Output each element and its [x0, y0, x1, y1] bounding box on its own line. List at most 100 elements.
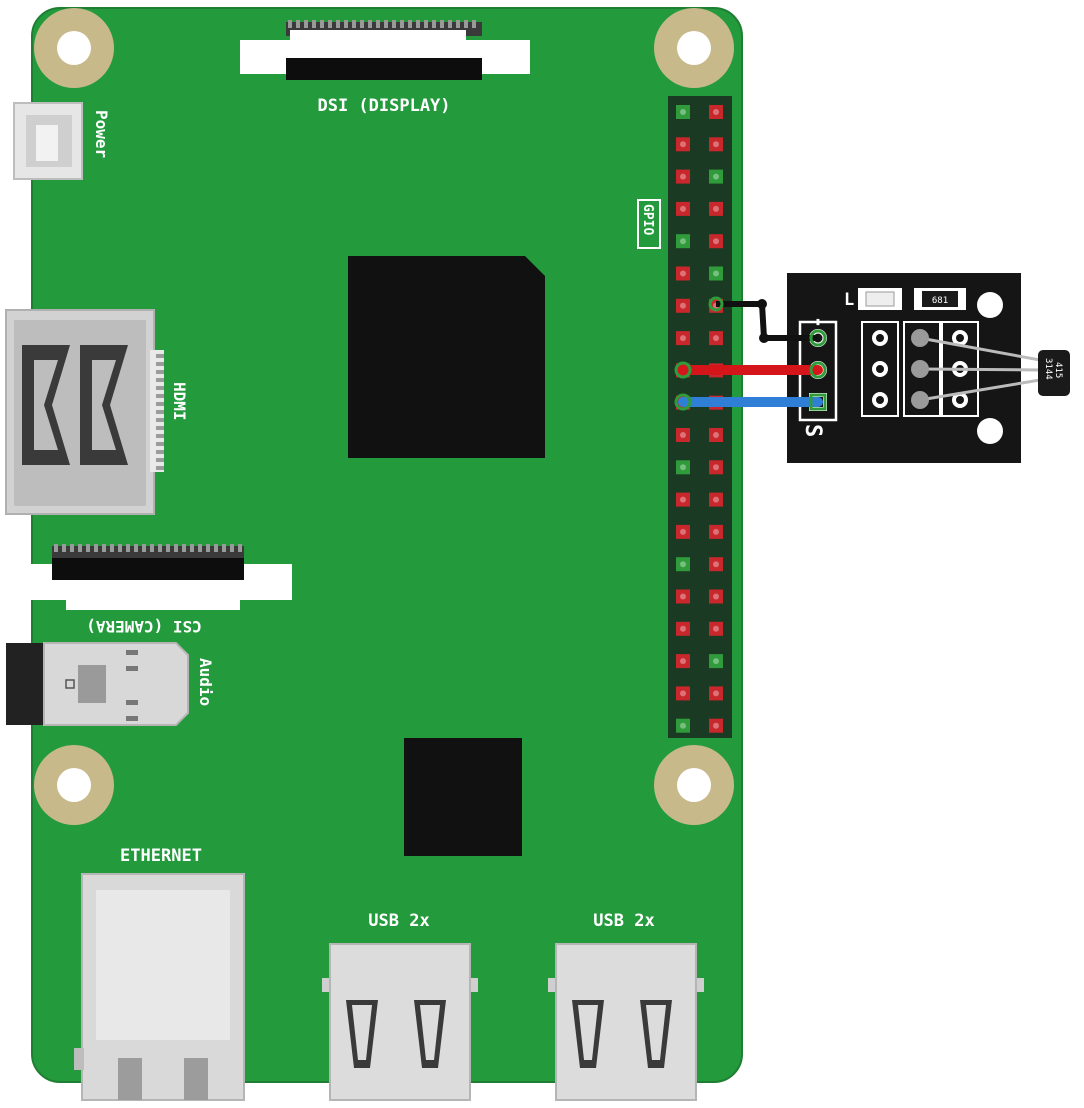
- gpio-pin: [709, 621, 723, 636]
- usb-port-right: [548, 943, 704, 1101]
- audio-jack: [6, 642, 189, 726]
- gpio-pin-highlight: [680, 722, 686, 729]
- gpio-label: GPIO: [640, 204, 655, 235]
- sensor-pad-hole: [956, 396, 964, 404]
- gpio-pin-highlight: [713, 625, 719, 632]
- hall-sensor-chip: [1038, 350, 1070, 396]
- gpio-pin-highlight: [713, 173, 719, 180]
- gpio-pin-highlight: [713, 528, 719, 535]
- sensor-chip-legs: [919, 336, 1041, 402]
- csi-label: CSI (CAMERA): [86, 617, 202, 636]
- gpio-pin: [676, 557, 690, 572]
- gpio-pin-highlight: [713, 690, 719, 697]
- sensor-pad-hole: [876, 334, 884, 342]
- ethernet-port: [74, 873, 245, 1101]
- gpio-pin: [709, 201, 723, 216]
- power-port: [13, 102, 83, 180]
- sensor-signal-label: S: [800, 424, 825, 437]
- ethernet-label: ETHERNET: [120, 846, 202, 866]
- gpio-pin-highlight: [713, 205, 719, 212]
- sensor-pad-hole: [876, 365, 884, 373]
- gpio-pin: [676, 621, 690, 636]
- gpio-pin-highlight: [680, 270, 686, 277]
- gpio-pin: [709, 234, 723, 249]
- dsi-label: DSI (DISPLAY): [317, 96, 450, 116]
- gpio-pin-highlight: [680, 496, 686, 503]
- hdmi-label: HDMI: [170, 382, 189, 421]
- sensor-hole-top: [977, 292, 1003, 318]
- gpio-pin-highlight: [680, 238, 686, 245]
- gpio-pin: [676, 201, 690, 216]
- gpio-pin-highlight: [713, 270, 719, 277]
- hall-chip-label-1: 3144: [1043, 358, 1053, 380]
- gpio-pin: [676, 234, 690, 249]
- gpio-pin-highlight: [713, 109, 719, 115]
- gpio-pin: [676, 137, 690, 152]
- sensor-pad-hole: [956, 334, 964, 342]
- sensor-resistor-label: 681: [932, 296, 948, 306]
- sensor-led: [858, 288, 902, 310]
- gpio-pin: [709, 266, 723, 281]
- gpio-pin: [676, 428, 690, 442]
- gpio-pin: [709, 654, 723, 669]
- gpio-pin: [709, 524, 723, 539]
- gpio-pin-highlight: [680, 690, 686, 697]
- gpio-pin: [676, 492, 690, 507]
- gpio-pin: [676, 105, 690, 119]
- usb-right-label: USB 2x: [593, 911, 654, 931]
- gpio-pin: [676, 686, 690, 701]
- gpio-pin-highlight: [713, 658, 719, 665]
- gpio-pin-highlight: [713, 561, 719, 568]
- gpio-pin-highlight: [680, 335, 686, 342]
- gpio-pin-highlight: [713, 496, 719, 503]
- gpio-pin: [709, 169, 723, 184]
- hall-chip-label-2: 415: [1053, 362, 1063, 378]
- usb-left-label: USB 2x: [368, 911, 429, 931]
- dsi-connector: [240, 20, 530, 80]
- gpio-pin-highlight: [713, 238, 719, 245]
- gpio-pin: [676, 654, 690, 669]
- sensor-led-label: L: [844, 290, 854, 310]
- power-label: Power: [92, 110, 111, 158]
- sensor-pad-frame: [861, 321, 899, 417]
- wire-ground-joint-2: [759, 333, 769, 343]
- gpio-pin-highlight: [680, 432, 686, 438]
- gpio-pin-highlight: [680, 528, 686, 535]
- audio-label: Audio: [196, 658, 215, 706]
- gpio-pin-highlight: [680, 109, 686, 115]
- gpio-pin-highlight: [680, 464, 686, 471]
- gpio-pin-highlight: [680, 141, 686, 148]
- gpio-pin: [676, 718, 690, 733]
- gpio-pin-highlight: [713, 335, 719, 342]
- gpio-pin-highlight: [680, 625, 686, 632]
- gpio-pin: [676, 589, 690, 604]
- gpio-label-box: GPIO: [637, 199, 661, 249]
- wire-ground-joint-1: [757, 299, 767, 309]
- mounting-hole-bottom-right: [654, 745, 734, 825]
- sensor-resistor: [914, 288, 966, 310]
- gpio-pin: [676, 266, 690, 281]
- gpio-pin: [709, 331, 723, 346]
- mounting-hole-top-right: [654, 8, 734, 88]
- gpio-pin-highlight: [713, 722, 719, 729]
- gpio-pin-highlight: [680, 561, 686, 568]
- gpio-pin: [709, 460, 723, 475]
- wire-ends: [674, 296, 827, 411]
- sensor-pad-hole: [876, 396, 884, 404]
- gpio-pin-highlight: [680, 302, 686, 309]
- gpio-pin-highlight: [680, 593, 686, 600]
- sensor-hole-bottom: [977, 418, 1003, 444]
- gpio-pin: [676, 331, 690, 346]
- gpio-pin: [676, 169, 690, 184]
- gpio-pin: [709, 718, 723, 733]
- gpio-pin: [709, 589, 723, 604]
- usb-port-left: [322, 943, 478, 1101]
- gpio-pin: [709, 137, 723, 152]
- mounting-hole-bottom-left: [34, 745, 114, 825]
- gpio-pin: [676, 298, 690, 313]
- hdmi-port: [5, 309, 164, 515]
- gpio-pin: [676, 524, 690, 539]
- gpio-header: [668, 96, 732, 738]
- wire-ground: [716, 301, 818, 341]
